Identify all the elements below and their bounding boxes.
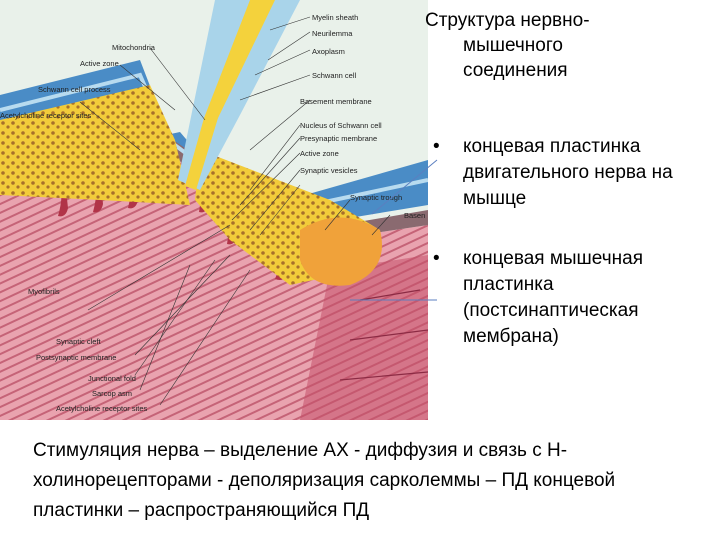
label-postsynaptic-membrane: Postsynaptic membrane	[36, 353, 116, 362]
bullet-marker: •	[433, 134, 440, 160]
label-active-zone: Active zone	[300, 149, 339, 158]
bullet-item: • концевая мышечная пластинка (постсинап…	[425, 246, 715, 350]
label-mitochondria: Mitochondria	[112, 43, 156, 52]
slide-title: Структура нервно- мышечного соединения	[425, 8, 705, 83]
bullet-item: • концевая пластинка двигательного нерва…	[425, 134, 715, 212]
bullet-list: • концевая пластинка двигательного нерва…	[425, 134, 715, 384]
label-basen: Basen	[404, 211, 425, 220]
label-synaptic-cleft: Synaptic cleft	[56, 337, 102, 346]
label-myelin-sheath: Myelin sheath	[312, 13, 358, 22]
label-synaptic-trough: Synaptic trough	[350, 193, 402, 202]
slide-caption: Стимуляция нерва – выделение АХ - диффуз…	[33, 436, 693, 526]
neuromuscular-junction-illustration: Myelin sheath Mitochondria Neurilemma Ac…	[0, 0, 428, 420]
label-synaptic-vesicles: Synaptic vesicles	[300, 166, 358, 175]
label-basement-membrane: Basement membrane	[300, 97, 372, 106]
bullet-marker: •	[433, 246, 440, 272]
slide-title-line-1: Структура нервно-	[425, 8, 705, 33]
label-ach-receptor-sites-bottom: Acetylcholine receptor sites	[56, 404, 148, 413]
label-active-zone-top: Active zone	[80, 59, 119, 68]
label-schwann-cell-process: Schwann cell process	[38, 85, 111, 94]
slide-title-line-2: мышечного	[425, 33, 705, 58]
bullet-text: концевая мышечная пластинка (постсинапти…	[463, 248, 643, 347]
label-sarcoplasm: Sarcop asm	[92, 389, 132, 398]
label-ach-receptor-sites-top: Acetylcholine receptor sites	[0, 111, 92, 120]
slide-title-line-3: соединения	[425, 58, 705, 83]
label-nucleus-schwann: Nucleus of Schwann cell	[300, 121, 382, 130]
label-neurilemma: Neurilemma	[312, 29, 353, 38]
bullet-text: концевая пластинка двигательного нерва н…	[463, 136, 673, 209]
label-junctional-fold: Junctional fold	[88, 374, 136, 383]
label-myofibrils: Myofibrils	[28, 287, 60, 296]
label-axoplasm: Axoplasm	[312, 47, 345, 56]
label-schwann-cell: Schwann cell	[312, 71, 357, 80]
label-presynaptic-membrane: Presynaptic membrane	[300, 134, 377, 143]
